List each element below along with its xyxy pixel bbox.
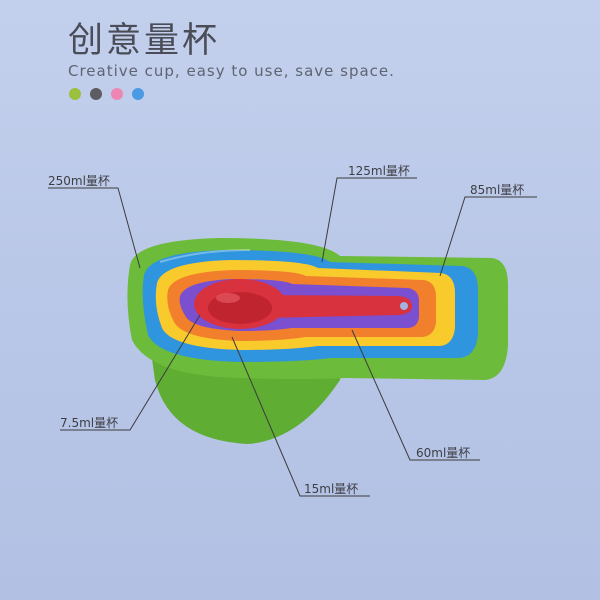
color-dot-blue <box>132 88 144 100</box>
spoon-hang-hole <box>400 302 408 310</box>
cup-7-5-bowl-highlight <box>216 293 240 303</box>
leader-15 <box>231 336 370 497</box>
leader-125 <box>321 177 417 263</box>
page-subtitle: Creative cup, easy to use, save space. <box>68 62 395 80</box>
color-dot-pink <box>111 88 123 100</box>
cup-7-5-handle <box>265 295 412 318</box>
label-250ml: 250ml量杯 <box>48 174 110 188</box>
label-85ml: 85ml量杯 <box>470 183 525 197</box>
cup-rim-highlight <box>159 249 251 263</box>
leader-85 <box>439 196 537 277</box>
label-125ml: 125ml量杯 <box>348 164 410 178</box>
leader-7-5 <box>60 314 201 431</box>
label-7-5ml: 7.5ml量杯 <box>60 416 119 430</box>
leader-lines <box>48 177 537 497</box>
label-15ml: 15ml量杯 <box>304 482 359 496</box>
leader-60 <box>351 329 480 461</box>
leader-250 <box>48 187 141 269</box>
color-dot-green <box>69 88 81 100</box>
label-60ml: 60ml量杯 <box>416 446 471 460</box>
page-title: 创意量杯 <box>68 21 221 61</box>
color-dot-gray <box>90 88 102 100</box>
color-dots <box>69 88 144 100</box>
